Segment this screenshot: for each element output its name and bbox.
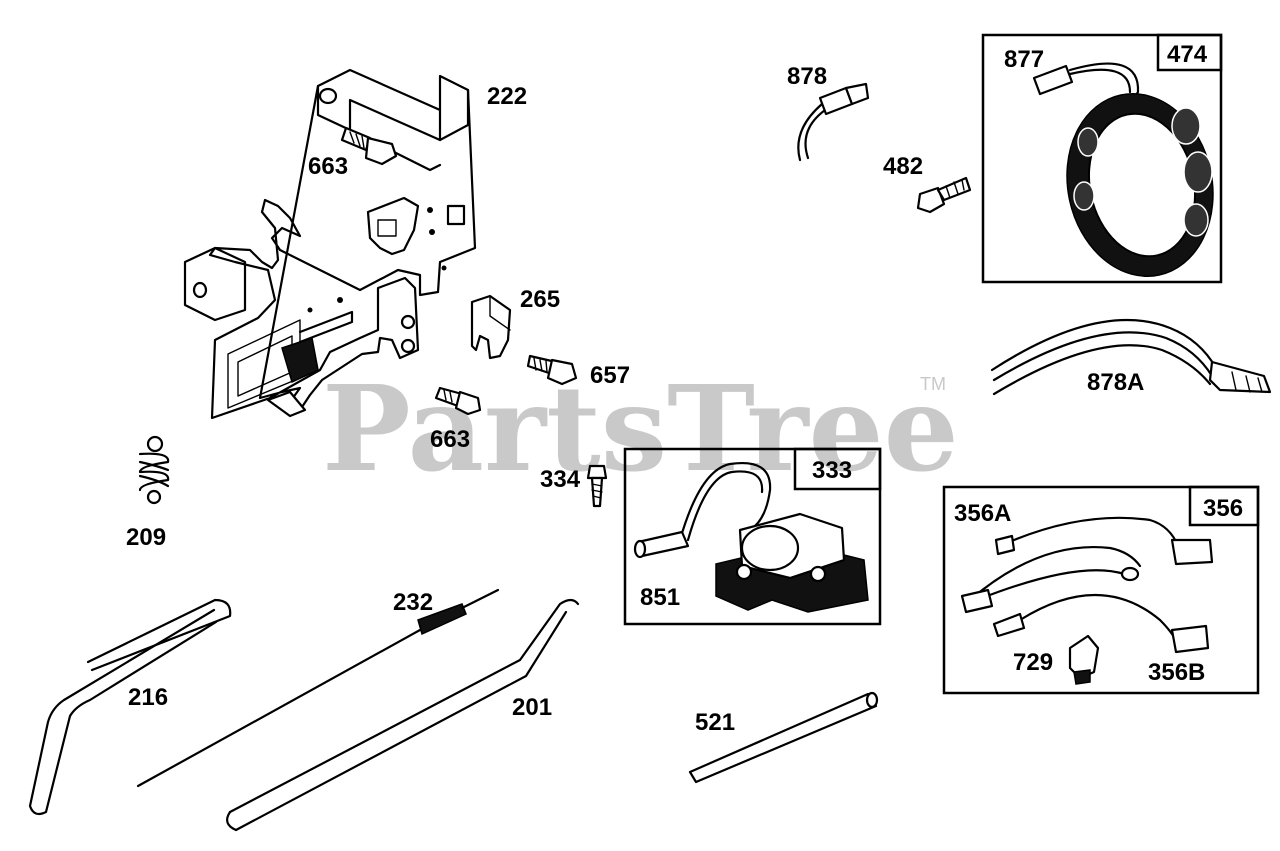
part-link-216[interactable] — [28, 598, 232, 816]
callout-labels: 222 663 265 657 663 209 334 216 232 201 … — [126, 41, 1243, 736]
part-screw-657[interactable] — [526, 354, 578, 386]
part-screw-482[interactable] — [916, 176, 972, 214]
part-screw-334[interactable] — [586, 464, 608, 508]
callout-663-upper: 663 — [308, 153, 348, 180]
callout-201: 201 — [512, 694, 552, 721]
kit-333[interactable] — [623, 447, 882, 626]
callout-482: 482 — [883, 153, 923, 180]
part-connector-878[interactable] — [797, 82, 870, 162]
watermark-brand: PartsTree — [322, 359, 959, 498]
part-screw-663-lower[interactable] — [434, 386, 482, 416]
kit-356[interactable] — [942, 485, 1260, 695]
part-wires-356 — [960, 516, 1214, 685]
part-control-bracket[interactable] — [183, 68, 477, 420]
part-link-232[interactable] — [136, 588, 500, 788]
callout-209: 209 — [126, 524, 166, 551]
part-harness-878a[interactable] — [990, 318, 1272, 396]
kit-label-333: 333 — [812, 457, 852, 484]
callout-878a: 878A — [1087, 369, 1144, 396]
part-armature-851 — [633, 462, 869, 613]
watermark: PartsTree TM — [322, 359, 959, 498]
watermark-trademark: TM — [920, 374, 946, 394]
callout-877: 877 — [1004, 46, 1044, 73]
kit-474[interactable] — [981, 33, 1230, 290]
callout-334: 334 — [540, 466, 581, 493]
callout-657: 657 — [590, 362, 630, 389]
kit-label-474: 474 — [1167, 41, 1208, 68]
callout-729: 729 — [1013, 649, 1053, 676]
callout-521: 521 — [695, 709, 735, 736]
callout-216: 216 — [128, 684, 168, 711]
part-spring-209[interactable] — [138, 435, 170, 505]
callout-265: 265 — [520, 286, 560, 313]
callout-232: 232 — [393, 589, 433, 616]
part-link-201[interactable] — [226, 598, 580, 832]
callout-356b: 356B — [1148, 659, 1205, 686]
part-screw-663-upper[interactable] — [340, 126, 398, 166]
kit-label-356: 356 — [1203, 495, 1243, 522]
callout-663-lower: 663 — [430, 426, 470, 453]
callout-878: 878 — [787, 63, 827, 90]
part-clip-265[interactable] — [470, 294, 512, 360]
callout-851: 851 — [640, 584, 680, 611]
callout-222: 222 — [487, 83, 527, 110]
part-tube-521[interactable] — [688, 691, 879, 784]
part-alternator-877 — [1032, 62, 1214, 277]
callout-356a: 356A — [954, 500, 1011, 527]
